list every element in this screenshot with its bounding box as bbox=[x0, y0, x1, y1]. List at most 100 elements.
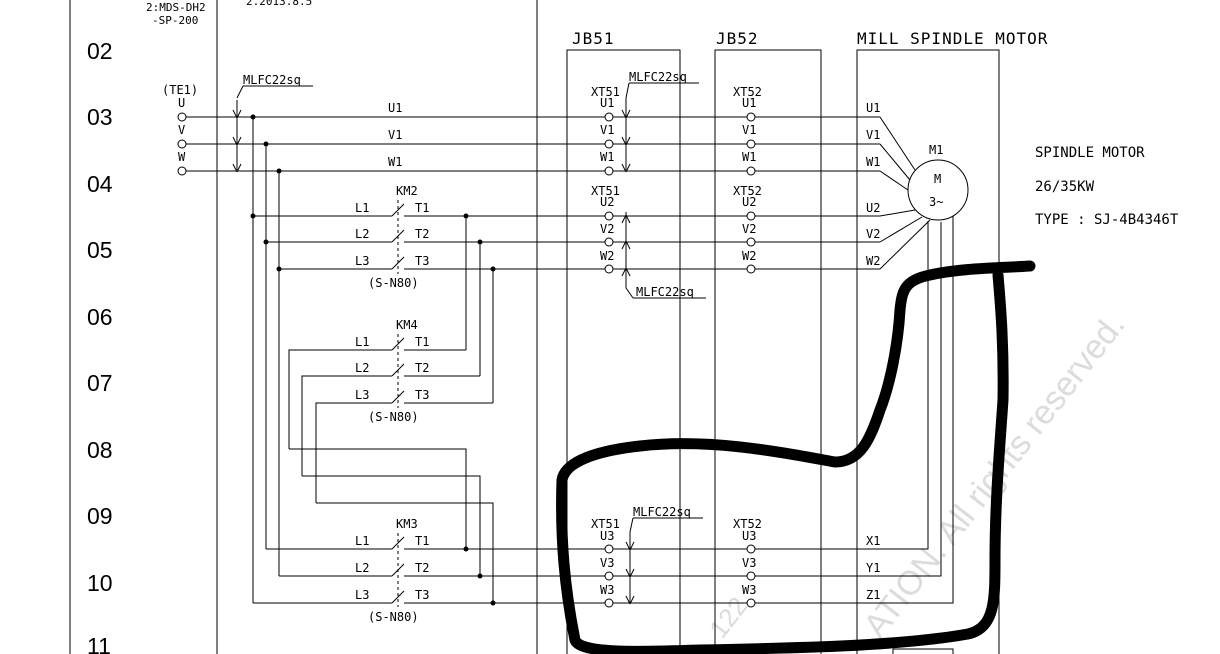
xt52-label: XT52 bbox=[733, 184, 762, 198]
terminal-circle bbox=[604, 571, 614, 581]
motor-terminal-label: Y1 bbox=[866, 561, 880, 575]
motor-circle bbox=[907, 159, 969, 221]
cable-arrow bbox=[625, 240, 631, 250]
xt51-terminal-label: W1 bbox=[600, 150, 614, 164]
km4-return bbox=[302, 475, 481, 576]
km2-line-l3: L3 bbox=[355, 254, 369, 268]
motor-terminal-label: V1 bbox=[866, 128, 880, 142]
terminal-circle bbox=[604, 598, 614, 608]
cable-arrow bbox=[621, 214, 627, 224]
terminal-circle bbox=[746, 211, 756, 221]
xt52-terminal-label: V2 bbox=[742, 222, 756, 236]
xt52-terminal-label: W2 bbox=[742, 249, 756, 263]
motor-terminal-labels: U1 V1 W1 U2 V2 W2 X1 Y1 Z1 bbox=[866, 101, 880, 602]
row-number: 09 bbox=[87, 503, 113, 529]
km3-contact bbox=[391, 536, 405, 550]
motor-box-label: MILL SPINDLE MOTOR bbox=[857, 29, 1048, 48]
motor-lead bbox=[879, 209, 916, 217]
motor-terminal-label: U2 bbox=[866, 201, 880, 215]
km2-term-t2: T2 bbox=[415, 227, 429, 241]
km2-label: KM2 bbox=[396, 184, 418, 198]
km2-term-t1: T1 bbox=[415, 201, 429, 215]
xt52-label: XT52 bbox=[733, 517, 762, 531]
xt51-cable-bottom: MLFC22sq bbox=[633, 505, 691, 519]
spec-line-2: 26/35KW bbox=[1035, 179, 1095, 195]
terminal-circle bbox=[746, 598, 756, 608]
cable-arrow bbox=[629, 541, 635, 551]
xt51-terminal-label: U1 bbox=[600, 96, 614, 110]
km4-term-t2: T2 bbox=[415, 361, 429, 375]
row-number: 02 bbox=[87, 38, 113, 64]
xt51-label: XT51 bbox=[591, 85, 620, 99]
jb52-label: JB52 bbox=[716, 29, 759, 48]
row-number: 05 bbox=[87, 237, 113, 263]
cable-leader bbox=[625, 287, 634, 299]
km3-model: (S-N80) bbox=[368, 610, 419, 624]
xt51-terminal-label: V2 bbox=[600, 222, 614, 236]
km2-term-t3: T3 bbox=[415, 254, 429, 268]
te1-phase-v: V bbox=[178, 123, 185, 137]
xt52-terminal-label: U3 bbox=[742, 529, 756, 543]
motor-terminal-label: V2 bbox=[866, 227, 880, 241]
row-number: 06 bbox=[87, 304, 113, 330]
motor-terminal-label: X1 bbox=[866, 534, 880, 548]
km2-model: (S-N80) bbox=[368, 276, 419, 290]
row-numbers: 02 03 04 05 06 07 08 09 10 11 bbox=[87, 38, 113, 654]
km3-label: KM3 bbox=[396, 517, 418, 531]
motor-id: M1 bbox=[929, 143, 943, 157]
km4-return bbox=[316, 502, 494, 603]
xt52-terminal-label: W3 bbox=[742, 583, 756, 597]
km4-wire bbox=[301, 375, 392, 476]
xt51-cable-top: MLFC22sq bbox=[629, 70, 687, 84]
motor-terminal-label: W1 bbox=[866, 155, 880, 169]
junction-dot bbox=[490, 600, 496, 606]
module-label-1: 2:MDS-DH2 bbox=[146, 1, 206, 14]
module-label-2: -SP-200 bbox=[152, 14, 198, 27]
motor-lead bbox=[880, 221, 929, 550]
km2-contact bbox=[391, 203, 405, 217]
motor-lead bbox=[880, 216, 954, 604]
hand-drawn-annotation bbox=[556, 260, 1036, 654]
row-number: 11 bbox=[87, 633, 111, 654]
version-fragment: 2.2013.8.5 bbox=[246, 0, 312, 8]
junction-dot bbox=[250, 114, 256, 120]
km2-line-l1: L1 bbox=[355, 201, 369, 215]
cable-arrow bbox=[625, 595, 631, 605]
input-cable-label: MLFC22sq bbox=[243, 73, 301, 87]
terminal-circle bbox=[604, 544, 614, 554]
xt52-label: XT52 bbox=[733, 85, 762, 99]
km4-term-t3: T3 bbox=[415, 388, 429, 402]
terminal-circle bbox=[746, 139, 756, 149]
line-label-u1: U1 bbox=[388, 101, 402, 115]
line-label-v1: V1 bbox=[388, 128, 402, 142]
cable-arrow bbox=[236, 163, 242, 173]
xt51-cable-mid: MLFC22sq bbox=[636, 285, 694, 299]
terminal-circle bbox=[746, 237, 756, 247]
motor-lead bbox=[879, 219, 931, 270]
km3-term-t2: T2 bbox=[415, 561, 429, 575]
cable-arrow bbox=[236, 136, 242, 146]
motor-symbol-m: M bbox=[934, 172, 941, 186]
km4-contact bbox=[391, 337, 405, 351]
km4-line-l3: L3 bbox=[355, 388, 369, 402]
xt52-terminal-label: V3 bbox=[742, 556, 756, 570]
cable-arrow bbox=[625, 267, 631, 277]
te1-terminal-v bbox=[177, 139, 187, 149]
terminal-circle bbox=[746, 112, 756, 122]
xt51-terminal-block: XT51 U1 V1 W1 MLFC22sq XT51 U2 V2 W2 MLF… bbox=[591, 70, 706, 608]
cable-arrow bbox=[625, 163, 631, 173]
cable-arrow bbox=[621, 267, 627, 277]
line-label-w1: W1 bbox=[388, 155, 402, 169]
km3-line-l2: L2 bbox=[355, 561, 369, 575]
km4-model: (S-N80) bbox=[368, 410, 419, 424]
te1-terminal-w bbox=[177, 166, 187, 176]
xt51-label: XT51 bbox=[591, 517, 620, 531]
cable-arrow bbox=[629, 595, 635, 605]
spec-line-1: SPINDLE MOTOR bbox=[1035, 145, 1145, 161]
watermark-fragment: 122 bbox=[703, 591, 753, 644]
xt51-terminal-label: W3 bbox=[600, 583, 614, 597]
cable-arrow bbox=[232, 136, 238, 146]
km4-label: KM4 bbox=[396, 318, 418, 332]
cable-leader bbox=[236, 85, 244, 99]
motor-terminal-label: Z1 bbox=[866, 588, 880, 602]
